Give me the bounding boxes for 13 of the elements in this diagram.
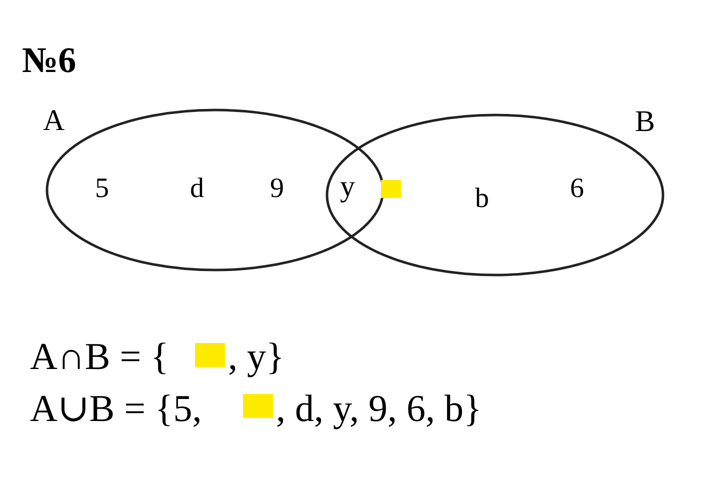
equation-text: , y} bbox=[228, 338, 284, 376]
set-element: d bbox=[190, 175, 204, 203]
equation-text: A∪B = {5, bbox=[30, 390, 202, 428]
equation-text: A∩B = { bbox=[30, 338, 169, 376]
set-name: A bbox=[43, 106, 65, 136]
set-element: 6 bbox=[570, 175, 584, 203]
equation-text: , d, y, 9, 6, b} bbox=[276, 390, 482, 428]
set-element: y bbox=[340, 172, 355, 202]
set-element: 5 bbox=[95, 175, 109, 203]
set-element: 9 bbox=[270, 175, 284, 203]
set-element: b bbox=[475, 185, 489, 213]
title: №6 bbox=[22, 42, 76, 78]
set-name: B bbox=[635, 107, 656, 137]
